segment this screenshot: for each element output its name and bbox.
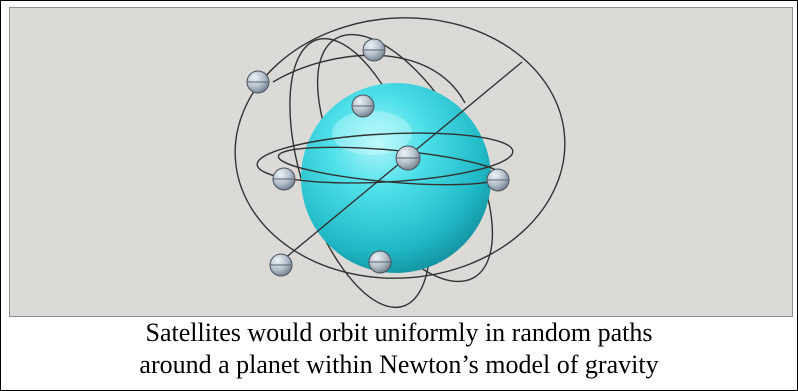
satellite-icon [246,70,270,94]
satellite-icon [362,38,386,62]
caption-line-1: Satellites would orbit uniformly in rand… [145,318,653,347]
planet-highlight [332,111,412,155]
satellite-icon [351,94,375,118]
satellites [246,38,510,277]
figure-caption: Satellites would orbit uniformly in rand… [1,317,797,389]
orbit-illustration [234,17,566,309]
illustration-panel [9,7,793,317]
satellite-icon [368,250,392,274]
caption-line-2: around a planet within Newton’s model of… [139,350,659,379]
satellite-icon [272,167,296,191]
satellite-icon [395,145,421,171]
satellite-icon [269,253,293,277]
satellite-icon [486,168,510,192]
planet-sphere-icon [301,83,491,273]
orbit-large [234,17,566,279]
